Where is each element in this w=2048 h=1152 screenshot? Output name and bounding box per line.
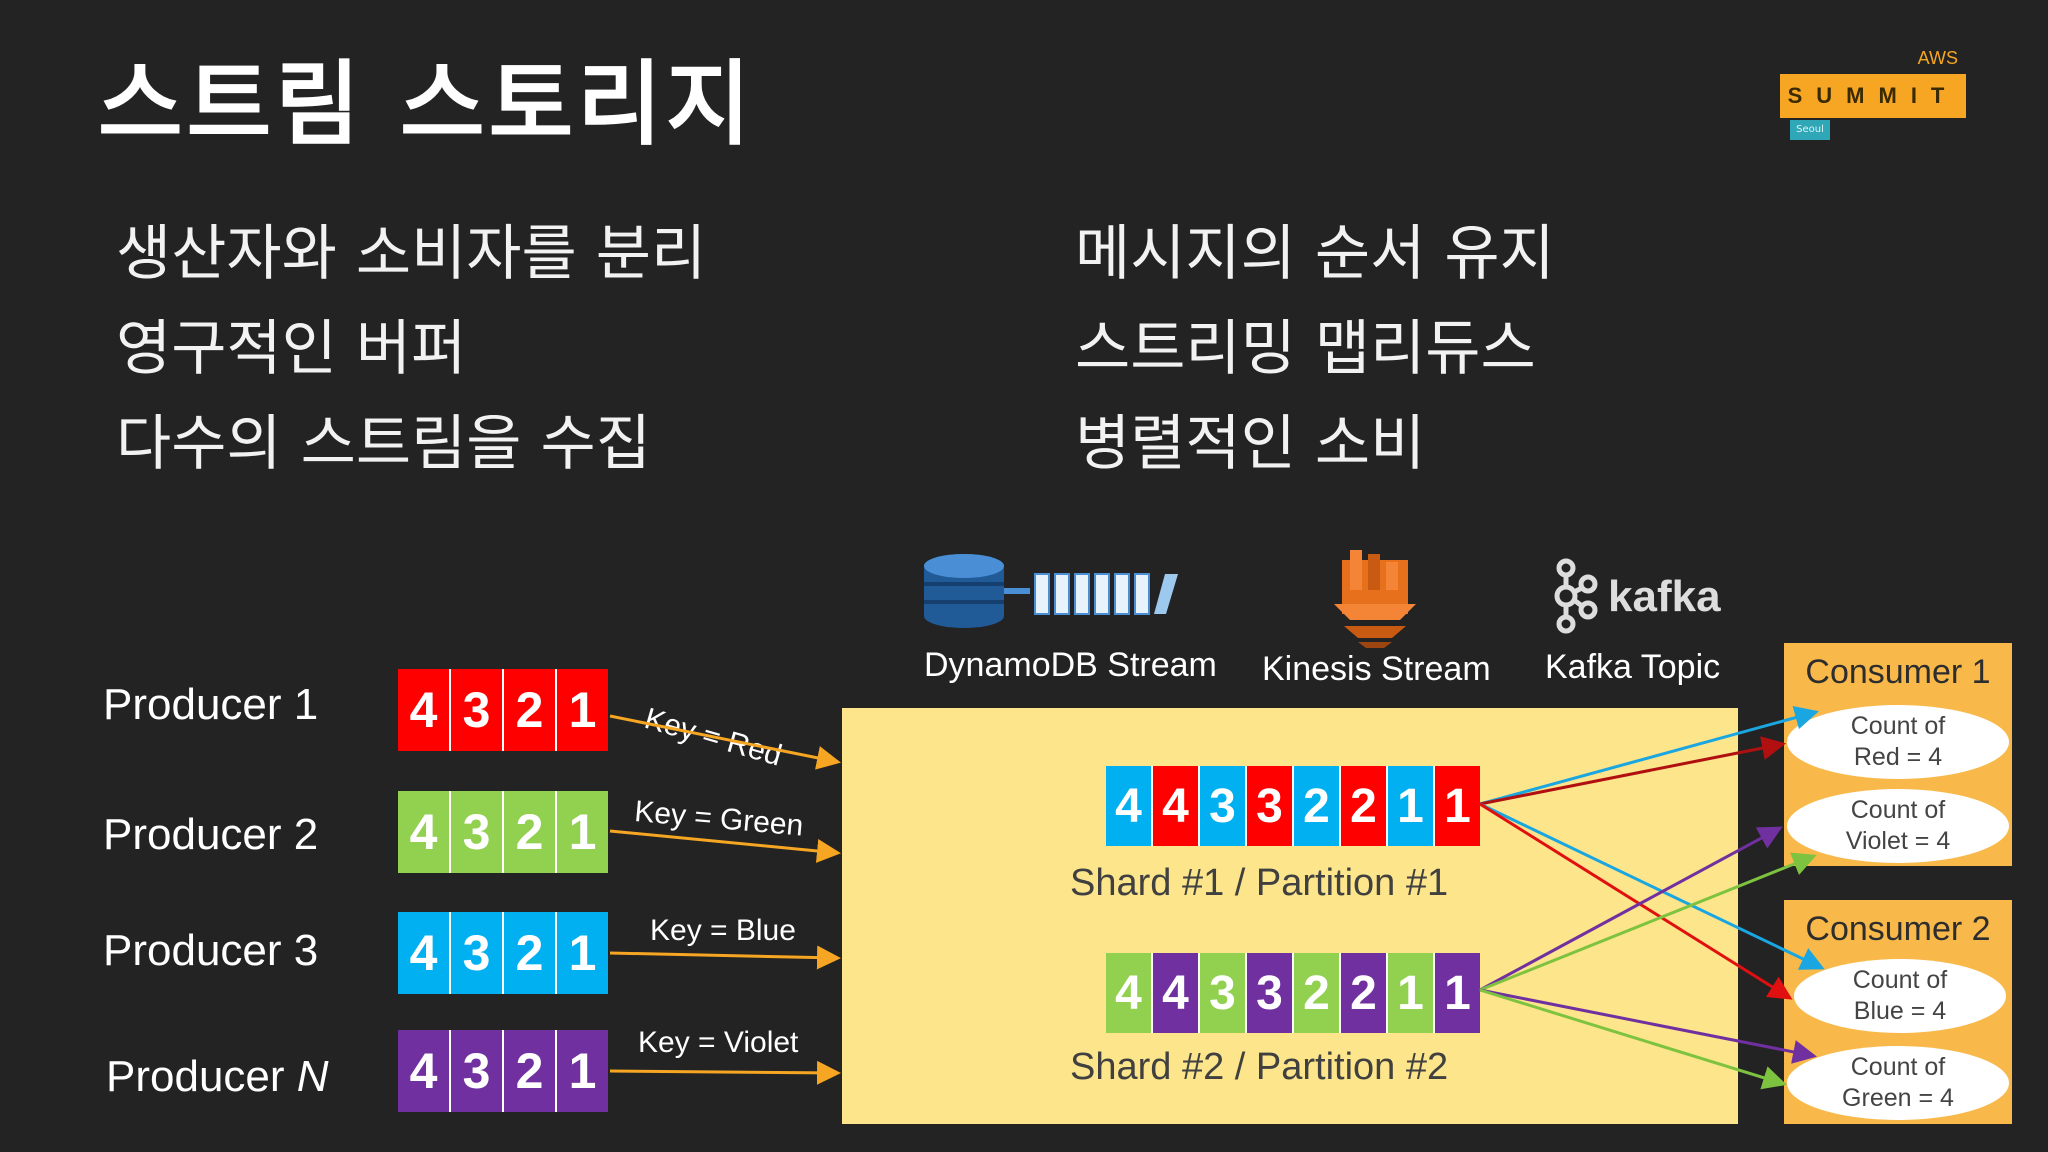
producer-label-n: Producer N (106, 1052, 329, 1102)
consumer-1: Consumer 1 Count of Red = 4 Count of Vio… (1784, 643, 2012, 866)
seoul-logo-text: Seoul (1790, 120, 1830, 140)
message-cell: 2 (504, 669, 557, 751)
source-label-kinesis: Kinesis Stream (1262, 650, 1491, 688)
kafka-icon (1554, 558, 1598, 634)
message-cell: 4 (398, 669, 451, 751)
shard-1-label: Shard #1 / Partition #1 (1070, 862, 1449, 904)
producer-label-2: Producer 2 (103, 810, 319, 859)
arrow-shard1-blue-c1 (1479, 705, 1819, 806)
message-cell: 1 (568, 1043, 597, 1099)
shard-message-cell: 3 (1200, 766, 1247, 846)
summit-logo-text: SUMMIT (1780, 74, 1966, 118)
consumer-1-count-violet: Count of Violet = 4 (1787, 789, 2009, 863)
kafka-wordmark: kafka (1608, 572, 1721, 621)
bullet-left-3: 다수의 스트림을 수집 (116, 409, 651, 479)
message-cell: 2 (504, 791, 557, 873)
message-cell: 4 (398, 912, 451, 994)
source-label-kafka: Kafka Topic (1545, 648, 1721, 686)
arrow-shard1-red-c2 (1479, 802, 1793, 1000)
count-line1: Count of (1852, 966, 1948, 994)
count-line1: Count of (1850, 1053, 1946, 1081)
shard-message-cell: 1 (1388, 766, 1435, 846)
consumer-1-title: Consumer 1 (1805, 653, 1991, 691)
message-cell: 3 (451, 791, 504, 873)
message-cell: 4 (398, 791, 451, 873)
bullet-right-2: 스트리밍 맵리듀스 (1075, 314, 1536, 384)
arrow-producer-n (609, 1060, 841, 1085)
shard-message-cell: 4 (1153, 766, 1200, 846)
bullet-left-2: 영구적인 버퍼 (116, 314, 467, 384)
producer-label-1: Producer 1 (103, 680, 319, 729)
arrow-shard2-green-c2 (1479, 988, 1787, 1090)
bullet-left-1: 생산자와 소비자를 분리 (116, 219, 707, 289)
arrow-producer-1 (609, 714, 841, 770)
shard-message-cell: 2 (1341, 953, 1388, 1033)
arrow-shard2-violet-c1 (1479, 826, 1783, 992)
shard-message-cell: 1 (1388, 953, 1435, 1033)
shard-message-cell: 3 (1200, 953, 1247, 1033)
consumer-2-count-green: Count of Green = 4 (1787, 1046, 2009, 1120)
message-cell: 1 (568, 804, 597, 860)
slide-title: 스트림 스토리지 (98, 51, 755, 158)
count-line1: Count of (1850, 796, 1946, 824)
producer-label-3: Producer 3 (103, 926, 319, 975)
message-cell: 2 (504, 1030, 557, 1112)
shard-message-cell: 1 (1435, 953, 1480, 1033)
producer-label-n-text: Producer (106, 1052, 285, 1101)
shard-message-cell: 4 (1106, 953, 1153, 1033)
shard-message-cell: 3 (1247, 766, 1294, 846)
shard-message-cell: 2 (1294, 766, 1341, 846)
shard-message-cell: 3 (1247, 953, 1294, 1033)
arrow-shard1-blue-c2 (1479, 802, 1825, 970)
message-cell: 3 (451, 912, 504, 994)
producer-label-n-italic: N (296, 1052, 329, 1101)
source-label-dynamodb: DynamoDB Stream (924, 646, 1217, 684)
bullet-right-3: 병렬적인 소비 (1075, 409, 1426, 479)
arrow-producer-2 (609, 829, 841, 863)
arrow-shard2-violet-c2 (1479, 988, 1817, 1064)
count-line1: Count of (1850, 712, 1946, 740)
shard-message-cell: 4 (1153, 953, 1200, 1033)
aws-summit-logo: AWS SUMMIT Seoul (1780, 48, 1970, 143)
count-line2: Blue = 4 (1853, 997, 1947, 1025)
key-label-blue: Key = Blue (650, 914, 796, 947)
shard-2-label: Shard #2 / Partition #2 (1070, 1046, 1449, 1088)
key-label-violet: Key = Violet (638, 1026, 799, 1059)
count-line2: Violet = 4 (1845, 827, 1951, 855)
count-line2: Green = 4 (1842, 1084, 1954, 1112)
message-cell: 3 (451, 1030, 504, 1112)
shard-message-cell: 1 (1435, 766, 1480, 846)
shard-message-cell: 4 (1106, 766, 1153, 846)
arrow-shard2-green-c1 (1479, 852, 1817, 992)
arrow-shard1-red-c1 (1479, 736, 1786, 806)
consumer-2-count-blue: Count of Blue = 4 (1794, 959, 2006, 1033)
consumer-1-count-red: Count of Red = 4 (1787, 705, 2009, 779)
consumer-2: Consumer 2 Count of Blue = 4 Count of Gr… (1784, 900, 2012, 1124)
message-cell: 1 (568, 925, 597, 981)
count-line2: Red = 4 (1853, 743, 1943, 771)
shard-message-cell: 2 (1341, 766, 1388, 846)
bullet-right-1: 메시지의 순서 유지 (1075, 219, 1555, 289)
dynamodb-icon (924, 554, 1178, 628)
aws-logo-text: AWS (1917, 48, 1958, 68)
message-cell: 3 (451, 669, 504, 751)
kinesis-icon (1334, 550, 1416, 648)
arrow-producer-3 (609, 945, 841, 970)
message-cell: 2 (504, 912, 557, 994)
shard-message-cell: 2 (1294, 953, 1341, 1033)
message-cell: 4 (398, 1030, 451, 1112)
message-cell: 1 (568, 682, 597, 738)
consumer-2-title: Consumer 2 (1805, 910, 1991, 948)
